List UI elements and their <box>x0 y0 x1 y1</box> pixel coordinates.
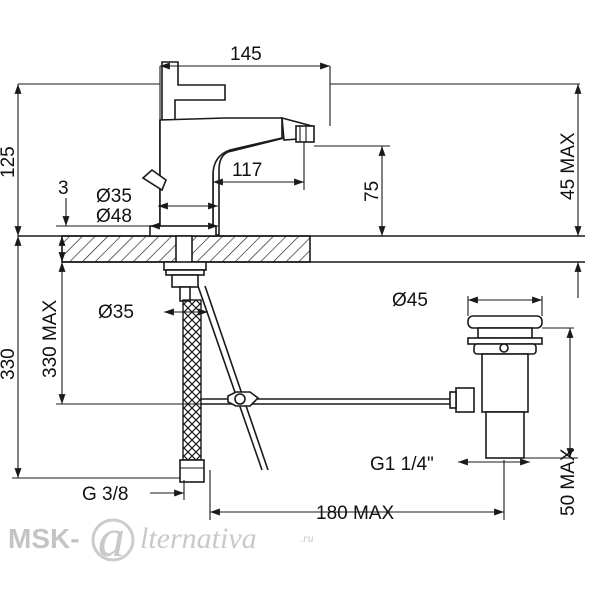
label-hose-length: 330 <box>0 348 19 380</box>
label-waste-max: 50 MAX <box>558 448 579 516</box>
label-rod-reach: 180 MAX <box>316 503 394 524</box>
shank-and-hoses <box>163 235 269 483</box>
label-top-width: 145 <box>230 44 262 65</box>
watermark-prefix: MSK- <box>8 523 80 554</box>
dimension-lines <box>12 62 582 520</box>
label-spout-reach: 117 <box>232 160 262 181</box>
label-outlet-height: 75 <box>362 181 383 202</box>
label-dia-35-bottom: Ø35 <box>98 302 134 323</box>
pop-up-waste <box>449 315 543 459</box>
label-dia-48: Ø48 <box>96 206 132 227</box>
countertop-section <box>18 235 585 263</box>
label-waste-thread: G1 1/4" <box>370 454 434 475</box>
mixer-body <box>141 61 315 237</box>
label-max-above-deck: 45 MAX <box>558 132 579 200</box>
label-dia-35-top: Ø35 <box>96 186 132 207</box>
label-lever-offset: 3 <box>58 178 69 199</box>
pop-up-rod <box>200 391 462 407</box>
label-waste-dia: Ø45 <box>392 290 428 311</box>
watermark-logo: MSK- a lternativa .ru <box>8 508 314 568</box>
label-max-below-330: 330 MAX <box>40 300 61 378</box>
watermark-tld: .ru <box>300 531 314 545</box>
watermark-ring <box>91 518 135 562</box>
dimension-labels: 145 117 125 3 75 45 MAX Ø35 Ø48 Ø35 330 … <box>0 44 579 524</box>
watermark-suffix: lternativa <box>140 522 257 555</box>
label-height-total: 125 <box>0 146 19 178</box>
label-hose-thread: G 3/8 <box>82 484 128 505</box>
